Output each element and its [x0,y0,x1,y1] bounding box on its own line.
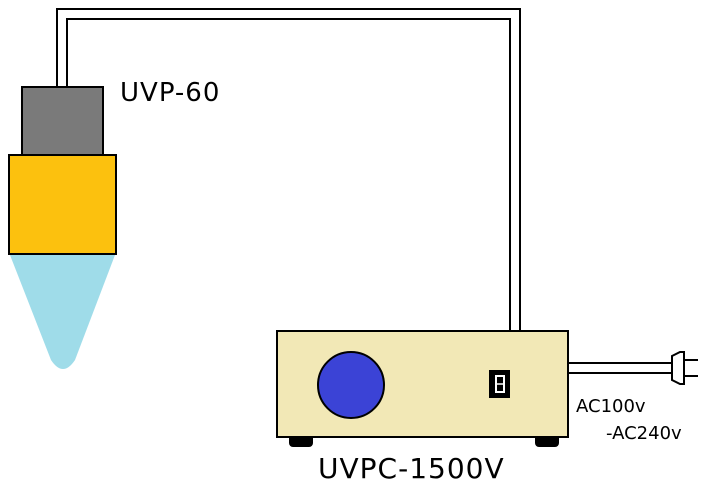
digit-display-icon [489,370,510,398]
controller-label: UVPC-1500V [318,452,505,485]
intensity-knob [317,351,385,419]
probe-body [8,154,117,255]
probe-head [21,86,104,156]
voltage-label-line2: -AC240v [606,423,682,444]
uv-light-beam [10,255,115,369]
uv-probe [8,86,117,369]
power-cord [568,362,672,374]
connection-cable [56,8,521,331]
voltage-label-line1: AC100v [576,396,646,417]
power-plug-icon [671,351,698,385]
probe-label: UVP-60 [120,78,221,108]
controller-unit [276,330,569,447]
